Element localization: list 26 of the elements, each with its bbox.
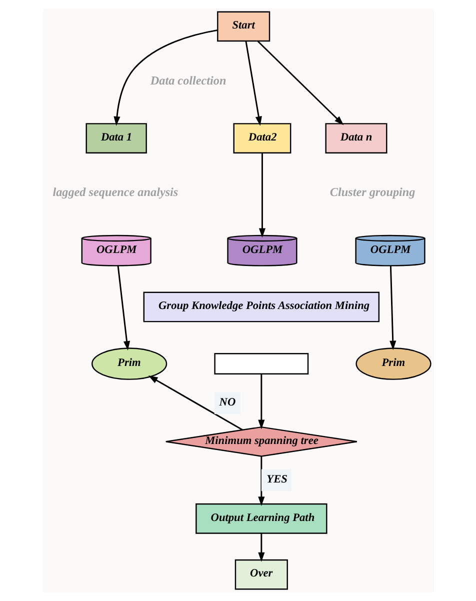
arrow xyxy=(258,152,266,238)
node-ellipse: Prim xyxy=(355,348,431,380)
node-box: Data 1 xyxy=(85,123,146,154)
arrow xyxy=(389,266,396,350)
edge-label: YES xyxy=(266,474,287,486)
arrow xyxy=(256,40,344,126)
node-box: Start xyxy=(216,11,270,42)
node-diamond: Minimum spanning tree xyxy=(164,426,358,457)
arrow xyxy=(258,374,264,430)
node-box: Data n xyxy=(324,123,387,154)
node-ellipse: Prim xyxy=(90,348,167,380)
arrow xyxy=(113,29,218,126)
edge-label: NO xyxy=(218,396,236,409)
arrow xyxy=(258,533,264,562)
node-box: Over xyxy=(234,559,288,590)
arrow xyxy=(116,266,130,350)
label: Data collection xyxy=(150,73,226,88)
label: Cluster grouping xyxy=(329,185,415,200)
node-box xyxy=(214,353,308,374)
node-box: Group Knowledge Points Association Mining xyxy=(142,292,380,322)
arrow xyxy=(148,376,242,431)
node-box: Output Learning Path xyxy=(195,503,327,534)
arrow xyxy=(244,41,262,126)
arrow xyxy=(258,456,264,506)
node-box: Data2 xyxy=(232,123,291,154)
label: lagged sequence analysis xyxy=(52,185,178,200)
